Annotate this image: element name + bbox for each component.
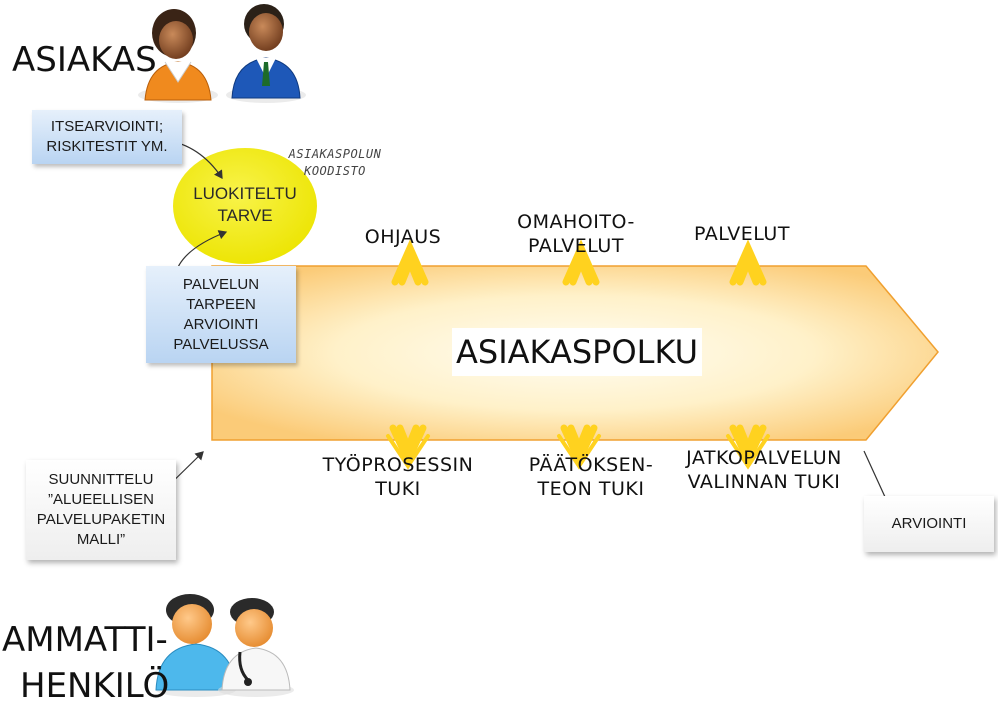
customer-path-label: ASIAKASPOLKU (452, 328, 702, 376)
classified-need-line1: LUOKITELTU (175, 183, 315, 205)
professional-label-line2: HENKILÖ (2, 666, 169, 706)
codebook-line2: KOODISTO (270, 163, 400, 180)
omahoito-line2: PALVELUT (496, 234, 656, 258)
planning-box: SUUNNITTELU ”ALUEELLISEN PALVELUPAKETIN … (26, 460, 176, 560)
paatoksenteko-label: PÄÄTÖKSEN- TEON TUKI (510, 453, 672, 501)
service-need-line3: ARVIOINTI (146, 315, 296, 335)
customer-label: ASIAKAS (12, 40, 157, 80)
tyoprosessi-line1: TYÖPROSESSIN (306, 453, 490, 477)
professional-label-line1: AMMATTI- (2, 620, 169, 660)
omahoito-label: OMAHOITO- PALVELUT (496, 210, 656, 258)
planning-line2: ”ALUEELLISEN (26, 490, 176, 510)
evaluation-label: ARVIOINTI (864, 514, 994, 534)
ohjaus-label: OHJAUS (340, 225, 466, 249)
service-need-box: PALVELUN TARPEEN ARVIOINTI PALVELUSSA (146, 266, 296, 363)
omahoito-line1: OMAHOITO- (496, 210, 656, 234)
planning-line1: SUUNNITTELU (26, 470, 176, 490)
palvelut-label: PALVELUT (676, 222, 808, 246)
service-need-line1: PALVELUN (146, 275, 296, 295)
service-need-line2: TARPEEN (146, 295, 296, 315)
jatkopalvelu-line1: JATKOPALVELUN (666, 446, 862, 470)
tyoprosessi-label: TYÖPROSESSIN TUKI (306, 453, 490, 501)
planning-line3: PALVELUPAKETIN (26, 510, 176, 530)
evaluation-box: ARVIOINTI (864, 496, 994, 552)
paatoksenteko-line1: PÄÄTÖKSEN- (510, 453, 672, 477)
customer-man-icon (226, 4, 306, 103)
self-assessment-line1: ITSEARVIOINTI; (32, 117, 182, 137)
jatkopalvelu-line2: VALINNAN TUKI (666, 470, 862, 494)
codebook-note: ASIAKASPOLUN KOODISTO (270, 146, 400, 180)
classified-need-line2: TARVE (175, 205, 315, 227)
service-need-line4: PALVELUSSA (146, 335, 296, 355)
tyoprosessi-line2: TUKI (306, 477, 490, 501)
paatoksenteko-line2: TEON TUKI (510, 477, 672, 501)
classified-need-label: LUOKITELTU TARVE (175, 183, 315, 227)
self-assessment-box: ITSEARVIOINTI; RISKITESTIT YM. (32, 110, 182, 164)
self-assessment-line2: RISKITESTIT YM. (32, 137, 182, 157)
jatkopalvelu-label: JATKOPALVELUN VALINNAN TUKI (666, 446, 862, 494)
planning-line4: MALLI” (26, 530, 176, 550)
codebook-line1: ASIAKASPOLUN (270, 146, 400, 163)
professional-label: AMMATTI- HENKILÖ (2, 620, 169, 706)
professional-doctor-icon (218, 598, 294, 697)
